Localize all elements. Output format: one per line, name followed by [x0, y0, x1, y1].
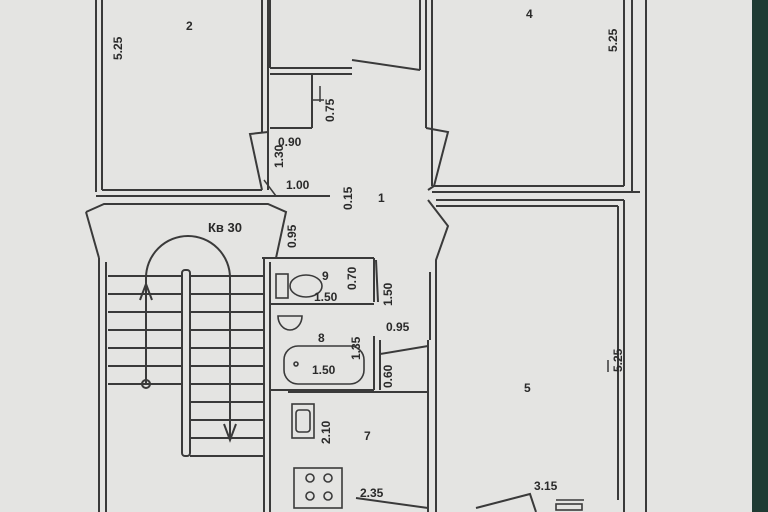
dim-0-15: 0.15 — [341, 186, 355, 210]
room-1-label: 1 — [378, 191, 385, 205]
dim-2-35: 2.35 — [360, 486, 384, 500]
paper-sheet — [0, 0, 752, 512]
sink-icon — [277, 315, 303, 331]
dim-1-00: 1.00 — [286, 178, 310, 192]
dim-5-25-room4: 5.25 — [606, 28, 620, 52]
radiator-icon — [555, 503, 583, 511]
fixtures — [275, 273, 583, 511]
dim-2-10: 2.10 — [319, 420, 333, 444]
room-4-label: 4 — [526, 7, 533, 21]
room-8-label: 8 — [318, 331, 325, 345]
dim-1-35: 1.35 — [349, 336, 363, 360]
room-7-label: 7 — [364, 429, 371, 443]
dim-1-50-bath: 1.50 — [312, 363, 336, 377]
dim-0-70: 0.70 — [345, 266, 359, 290]
bathtub-icon — [283, 345, 365, 385]
walls — [85, 0, 647, 512]
dim-0-75: 0.75 — [323, 98, 337, 122]
dim-0-60: 0.60 — [381, 364, 395, 388]
stove-icon — [293, 467, 343, 509]
background-edge-strip — [752, 0, 768, 512]
kitchen-sink-icon — [291, 403, 315, 439]
dimension-lines — [263, 86, 609, 501]
room-2-label: 2 — [186, 19, 193, 33]
dim-5-25-room2: 5.25 — [111, 36, 125, 60]
dim-1-50-corridor: 1.50 — [381, 282, 395, 306]
staircase — [108, 235, 264, 457]
room-5-label: 5 — [524, 381, 531, 395]
room-9-label: 9 — [322, 269, 329, 283]
toilet-icon — [275, 273, 323, 299]
dim-0-95-left: 0.95 — [285, 224, 299, 248]
dim-1-50-wc: 1.50 — [314, 290, 338, 304]
dim-0-95-right: 0.95 — [386, 320, 410, 334]
dim-5-25-room5: 5.25 — [611, 348, 625, 372]
dim-3-15: 3.15 — [534, 479, 558, 493]
dim-0-90: 0.90 — [278, 135, 302, 149]
dim-1-30: 1.30 — [272, 144, 286, 168]
apartment-label: Кв 30 — [208, 220, 242, 235]
